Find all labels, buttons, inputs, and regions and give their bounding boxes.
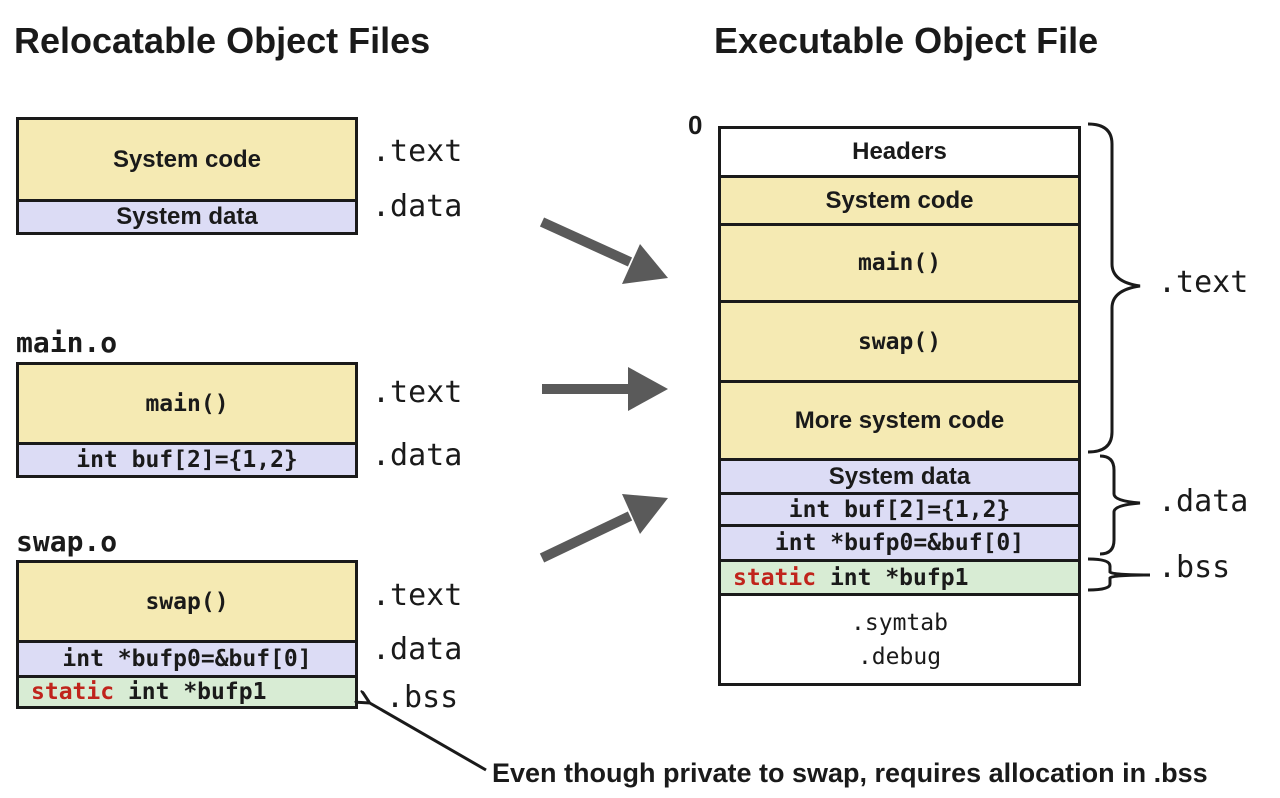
- system-code-label: System code: [112, 145, 262, 173]
- executable-box: Headers System code main() swap() More s…: [718, 126, 1081, 686]
- main-o-text-segment: main(): [19, 365, 355, 442]
- exe-system-code-segment: System code: [721, 175, 1078, 223]
- swap-o-bss-segment: static int *bufp1: [19, 675, 355, 706]
- arrow-system-to-exe: [539, 217, 668, 284]
- exe-system-code-label: System code: [825, 186, 974, 214]
- system-object-box: System code System data: [16, 117, 358, 235]
- data-brace: [1099, 454, 1141, 556]
- swap-o-text-segment: swap(): [19, 563, 355, 640]
- exe-bss-segment: static int *bufp1: [721, 559, 1078, 593]
- exe-more-system-code-segment: More system code: [721, 380, 1078, 458]
- exe-bss-section-label: .bss: [1158, 550, 1231, 585]
- exe-swap-segment: swap(): [721, 300, 1078, 380]
- system-text-section-label: .text: [372, 134, 463, 169]
- main-o-filename: main.o: [16, 326, 118, 359]
- exe-main-label: main(): [857, 250, 942, 276]
- exe-main-segment: main(): [721, 223, 1078, 300]
- main-o-box: main() int buf[2]={1,2}: [16, 362, 358, 478]
- bss-brace: [1087, 557, 1151, 592]
- main-o-data-segment: int buf[2]={1,2}: [19, 442, 355, 475]
- swap-o-bss-section-label: .bss: [386, 680, 459, 715]
- swap-o-bss-keyword: static: [31, 679, 115, 705]
- relocatable-heading: Relocatable Object Files: [14, 20, 431, 61]
- exe-bufp0-segment: int *bufp0=&buf[0]: [721, 524, 1078, 559]
- text-brace: [1087, 122, 1141, 454]
- exe-system-data-label: System data: [828, 462, 971, 490]
- swap-o-text-section-label: .text: [372, 578, 463, 613]
- exe-more-system-code-label: More system code: [794, 406, 1005, 434]
- exe-headers-segment: Headers: [721, 129, 1078, 175]
- swap-o-filename: swap.o: [16, 525, 118, 558]
- exe-headers-label: Headers: [852, 138, 947, 165]
- bss-note-arrow: [368, 702, 487, 772]
- system-data-section-label: .data: [372, 189, 463, 224]
- swap-o-bss-declaration: int *bufp1: [114, 679, 267, 705]
- exe-text-section-label: .text: [1158, 265, 1249, 300]
- exe-bufp0-label: int *bufp0=&buf[0]: [774, 530, 1025, 556]
- exe-buf-segment: int buf[2]={1,2}: [721, 492, 1078, 524]
- exe-data-section-label: .data: [1158, 484, 1249, 519]
- system-code-segment: System code: [19, 120, 355, 199]
- swap-o-text-label: swap(): [145, 588, 229, 615]
- exe-swap-label: swap(): [857, 328, 942, 355]
- address-zero-label: 0: [688, 110, 703, 140]
- main-o-data-section-label: .data: [372, 438, 463, 473]
- arrow-main-to-exe: [542, 367, 668, 411]
- swap-o-data-section-label: .data: [372, 632, 463, 667]
- exe-symtab-debug-segment: .symtab .debug: [721, 593, 1078, 683]
- main-o-text-label: main(): [145, 390, 229, 417]
- executable-heading: Executable Object File: [714, 20, 1099, 61]
- exe-bss-declaration: int *bufp1: [816, 564, 969, 591]
- exe-debug-label: .debug: [857, 643, 942, 670]
- main-o-text-section-label: .text: [372, 375, 463, 410]
- swap-o-data-label: int *bufp0=&buf[0]: [62, 646, 312, 672]
- system-data-segment: System data: [19, 199, 355, 232]
- bss-allocation-note: Even though private to swap, requires al…: [492, 758, 1208, 788]
- exe-bss-keyword: static: [733, 564, 817, 591]
- system-data-label: System data: [116, 203, 258, 230]
- swap-o-box: swap() int *bufp0=&buf[0] static int *bu…: [16, 560, 358, 709]
- exe-buf-label: int buf[2]={1,2}: [788, 496, 1011, 523]
- exe-system-data-segment: System data: [721, 458, 1078, 492]
- main-o-data-label: int buf[2]={1,2}: [76, 447, 298, 473]
- swap-o-data-segment: int *bufp0=&buf[0]: [19, 640, 355, 675]
- arrow-swap-to-exe: [539, 494, 668, 563]
- exe-symtab-label: .symtab: [851, 609, 948, 636]
